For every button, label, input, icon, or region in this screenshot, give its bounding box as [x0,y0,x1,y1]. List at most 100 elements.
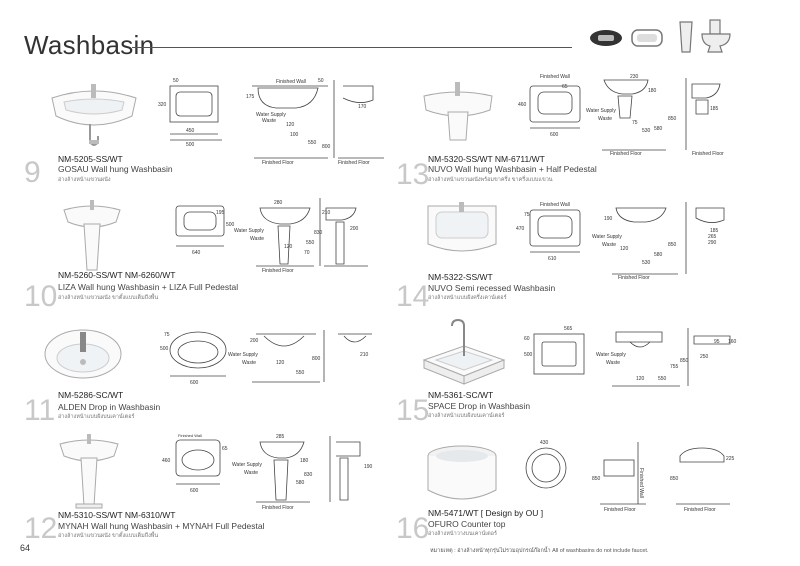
dim-label: 565 [564,326,573,332]
pedestal-icon [679,21,693,53]
finished-floor-label: Finished Floor [338,160,370,166]
waste-label: Waste [598,116,612,122]
dim-label: 65 [562,84,568,90]
water-supply-label: Water Supply [256,112,286,118]
dim-label: 580 [654,126,663,132]
product-photo-10 [63,200,121,271]
product-code: NM-5205-SS/WT [58,154,123,164]
dim-label: 95 [714,339,720,345]
dim-label: 500 [160,346,169,352]
dim-label: 460 [518,102,527,108]
product-name-thai: อ่างล้างหน้าแบบฝังครึ่งเคาน์เตอร์ [428,295,507,301]
dim-label: 470 [516,226,525,232]
dim-label: 550 [306,240,315,246]
product-code: NM-5260-SS/WT NM-6260/WT [58,270,176,280]
design-credit: [ Design by OU ] [480,508,544,518]
product-code: NM-5310-SS/WT NM-6310/WT [58,510,176,520]
dim-label: 175 [246,94,255,100]
product-code: NM-5322-SS/WT [428,272,493,282]
product-photo-11 [44,329,122,379]
dim-label: 200 [350,226,359,232]
dim-label: 320 [158,102,167,108]
dim-label: 60 [524,336,530,342]
dim-label: 450 [186,128,195,134]
item-number: 16 [396,512,430,545]
finished-wall-label: Finished Wall [638,468,644,498]
product-name: OFURO Counter top [428,519,506,529]
dim-label: 185 [710,228,719,234]
dim-label: 195 [216,210,225,216]
item-number: 15 [396,394,430,427]
product-name-thai: อ่างล้างหน้าแขวนผนัง ขาตั้งแบบเต็มถึงพื้… [58,533,159,539]
product-code: NM-5286-SC/WT [58,390,124,400]
dim-label: 530 [642,128,651,134]
product-code: NM-5361-SC/WT [428,390,494,400]
technical-drawing-10: 195 500 640 280 210 200 830 550 120 70 W… [175,198,368,274]
waste-label: Waste [250,236,264,242]
product-name-thai: อ่างล้างหน้าแขวนผนัง ขาตั้งแบบเต็มถึงพื้… [58,295,159,301]
dim-label: 830 [314,230,323,236]
product-name-thai: อ่างล้างหน้าแขวนผนัง [58,177,111,183]
dim-label: 285 [276,434,285,440]
dim-label: 600 [550,132,559,138]
dim-label: 75 [632,120,638,126]
dim-label: 850 [592,476,601,482]
dim-label: 100 [290,132,299,138]
dim-label: 850 [668,242,677,248]
dim-label: 500 [226,222,235,228]
dim-label: 200 [250,338,259,344]
dim-label: 830 [304,472,313,478]
dim-label: 70 [304,250,310,256]
waste-label: Waste [242,360,256,366]
product-code: NM-5471/WT [ Design by OU ] [428,508,543,518]
dim-label: 600 [190,488,199,494]
dim-label: 120 [620,246,629,252]
dim-label: 225 [726,456,735,462]
dim-label: 610 [548,256,557,262]
washbasin-category-icon [631,29,663,47]
dim-label: 120 [636,376,645,382]
waste-label: Waste [244,470,258,476]
dim-label: 500 [186,142,195,148]
waste-label: Waste [262,118,276,124]
dim-label: 290 [708,240,717,246]
water-supply-label: Water Supply [228,352,258,358]
dim-label: 280 [274,200,283,206]
water-supply-label: Water Supply [234,228,264,234]
dim-label: 265 [708,234,717,240]
dim-label: 550 [308,140,317,146]
page-title: Washbasin [24,30,155,60]
item-number: 14 [396,280,430,313]
dim-label: 180 [300,458,309,464]
dim-label: 850 [680,358,689,364]
product-name-thai: อ่างล้างหน้าแบบฝังบนเคาน์เตอร์ [58,414,135,420]
product-photo-12 [59,434,119,509]
title-rule [132,47,572,48]
water-supply-label: Water Supply [592,234,622,240]
product-name: NUVO Semi recessed Washbasin [428,283,556,293]
water-supply-label: Water Supply [232,462,262,468]
dim-label: 755 [670,364,679,370]
dim-label: 550 [658,376,667,382]
dim-label: 530 [642,260,651,266]
item-number: 11 [24,394,56,427]
dim-label: 120 [276,360,285,366]
dim-label: 190 [364,464,373,470]
dim-label: 430 [540,440,549,446]
dim-label: 850 [668,116,677,122]
dim-label: 580 [296,480,305,486]
technical-drawing-12: Finished Wall 65 460 600 285 180 830 580… [162,433,373,511]
toilet-icon [701,19,731,53]
product-name: SPACE Drop in Washbasin [428,401,531,411]
dim-label: 65 [222,446,228,452]
dim-label: 120 [286,122,295,128]
dim-label: 75 [164,332,170,338]
technical-drawing-14: Finished Wall 75 470 610 190 120 530 580… [516,202,725,280]
finished-wall-label: Finished Wall [178,433,202,438]
waste-label: Waste [602,242,616,248]
dim-label: 190 [604,216,613,222]
dim-label: 800 [322,144,331,150]
category-icons [590,19,731,53]
dim-label: 640 [192,250,201,256]
dim-label: 210 [360,352,369,358]
